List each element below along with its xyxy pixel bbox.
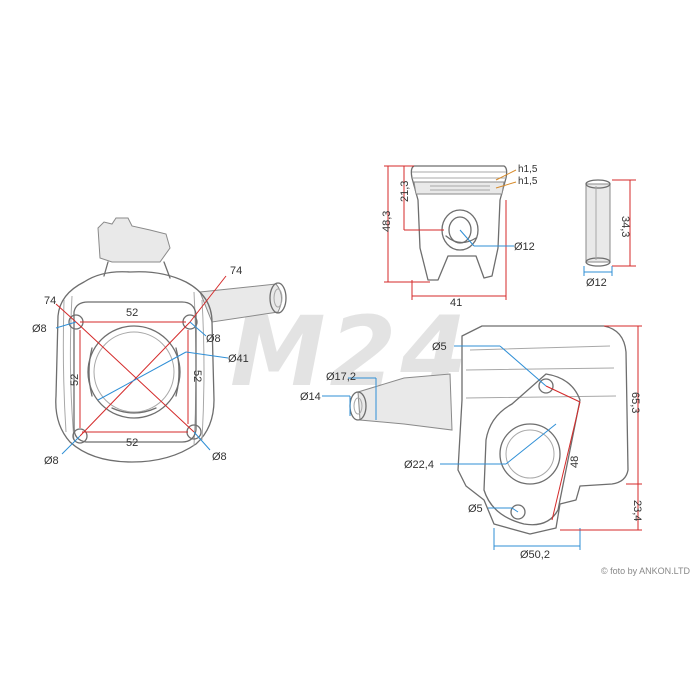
dim-flange-bore: Ø22,4 (404, 459, 434, 471)
dim-piston-pin-bore: Ø12 (514, 241, 535, 253)
dim-bolt-spacing-right: 52 (191, 370, 203, 382)
dim-bolt-spacing-top: 52 (126, 307, 138, 319)
dim-hole-bottom-right: Ø8 (212, 451, 227, 463)
dim-piston-diameter: 41 (450, 297, 462, 309)
dim-hole-top-right: Ø8 (206, 333, 221, 345)
front-view-dimensions: 74 74 52 52 52 52 Ø8 Ø8 Ø8 Ø8 Ø41 (32, 265, 249, 467)
dim-flange-spacing: 48 (569, 456, 581, 468)
dim-pin-diameter: Ø12 (586, 277, 607, 289)
dim-hole-top-left: Ø8 (32, 323, 47, 335)
dim-width-74-top: 74 (230, 265, 242, 277)
cylinder-front-view (55, 217, 287, 463)
piston-view (410, 165, 508, 281)
dim-hole-bottom-left: Ø8 (44, 455, 59, 467)
dim-bore: Ø41 (228, 353, 249, 365)
dim-pin-length: 34,3 (619, 216, 631, 237)
dim-port-top: Ø5 (432, 341, 447, 353)
dim-bolt-spacing-bottom: 52 (126, 437, 138, 449)
dim-piston-top-to-pin: 21,3 (399, 181, 411, 202)
piston-pin-view (585, 179, 611, 267)
photo-credit: © foto by ANKON.LTD (601, 566, 690, 576)
dim-outlet-outer: Ø17,2 (326, 371, 356, 383)
dim-flange-height: 23,4 (631, 500, 643, 521)
dim-outlet-inner: Ø14 (300, 391, 321, 403)
dim-port-bottom: Ø5 (468, 503, 483, 515)
dim-side-height: 65,3 (629, 392, 641, 413)
cylinder-side-view (349, 325, 629, 535)
dim-width-74-left: 74 (44, 295, 56, 307)
dim-ring-2: h1,5 (518, 176, 538, 187)
dim-ring-1: h1,5 (518, 164, 538, 175)
pin-dimensions: 34,3 Ø12 (583, 179, 636, 289)
piston-dimensions: h1,5 h1,5 21,3 48,3 Ø12 41 (381, 164, 538, 309)
dim-bolt-spacing-left: 52 (69, 374, 81, 386)
dim-piston-height: 48,3 (381, 211, 393, 232)
side-view-dimensions: Ø5 Ø17,2 Ø14 Ø22,4 48 Ø5 65,3 23,4 Ø50,2 (300, 325, 643, 561)
dim-base-diameter: Ø50,2 (520, 549, 550, 561)
